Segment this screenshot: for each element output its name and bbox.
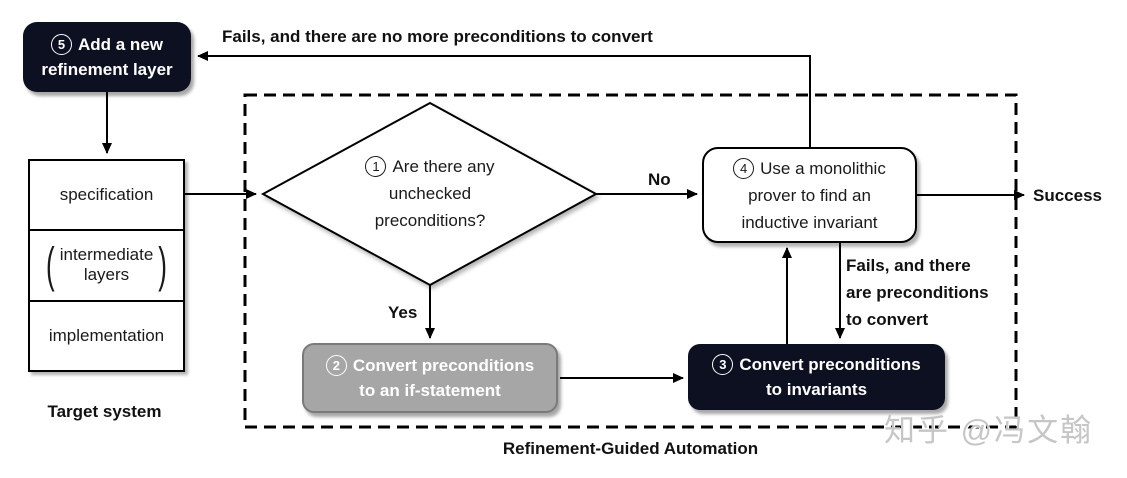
arrow-fail-no-preconditions <box>197 51 811 150</box>
step-label: Use a monolithic <box>760 158 886 178</box>
step-label: Convert preconditions <box>739 355 921 374</box>
step-title-line: 4 Use a monolithic <box>733 155 886 182</box>
paren-open: ( <box>46 236 55 294</box>
step-convert-if-statement: 2 Convert preconditions to an if-stateme… <box>302 343 558 413</box>
paren-close: ) <box>158 236 167 294</box>
layer-specification: specification <box>59 185 154 205</box>
diagram-caption: Refinement-Guided Automation <box>502 439 759 458</box>
step-label: unchecked <box>388 184 472 203</box>
step-label: inductive invariant <box>741 212 878 232</box>
step-label: Add a new <box>77 35 163 54</box>
layer-intermediate: ( intermediate layers ) <box>30 229 183 302</box>
edge-label-no: No <box>648 170 671 189</box>
step-number-badge: 2 <box>325 355 347 376</box>
edge-label-success: Success <box>1033 186 1102 205</box>
step-add-refinement-layer: 5 Add a new refinement layer <box>23 22 191 92</box>
step-number-badge: 4 <box>733 157 755 179</box>
target-system-label: Target system <box>47 402 162 421</box>
step-number-badge: 3 <box>712 354 734 375</box>
edge-label-fails-with-preconditions: Fails, and there are preconditions to co… <box>846 256 989 329</box>
target-system-stack: specification ( intermediate layers ) im… <box>28 159 185 372</box>
step-title-line: 1 Are there any <box>320 153 540 180</box>
step-monolithic-prover: 4 Use a monolithic prover to find an ind… <box>702 147 917 243</box>
step-title-line: 3 Convert preconditions <box>712 352 921 377</box>
step-title-line: 2 Convert preconditions <box>325 353 535 378</box>
step-title-line: 5 Add a new <box>50 32 163 57</box>
step-label: refinement layer <box>41 60 173 79</box>
step-label: Convert preconditions <box>352 356 535 375</box>
edge-label-yes: Yes <box>388 303 418 322</box>
step-number-badge: 1 <box>365 156 387 177</box>
step-decision-text: 1 Are there any unchecked preconditions? <box>320 153 540 234</box>
step-number-badge: 5 <box>50 34 72 55</box>
step-label: Are there any <box>392 157 495 176</box>
edge-label-fails-no-preconditions: Fails, and there are no more preconditio… <box>222 27 653 46</box>
step-label: to invariants <box>765 380 868 399</box>
layer-implementation: implementation <box>48 325 165 345</box>
step-label: preconditions? <box>374 211 486 230</box>
step-label: prover to find an <box>748 185 871 205</box>
automation-boundary-dashed-rect <box>243 93 1018 429</box>
step-convert-invariants: 3 Convert preconditions to invariants <box>688 344 945 410</box>
step-label: to an if-statement <box>359 381 501 400</box>
zhihu-watermark: 知乎 @冯文翰 <box>884 413 1094 448</box>
layer-intermediate-label: intermediate layers <box>59 245 154 285</box>
